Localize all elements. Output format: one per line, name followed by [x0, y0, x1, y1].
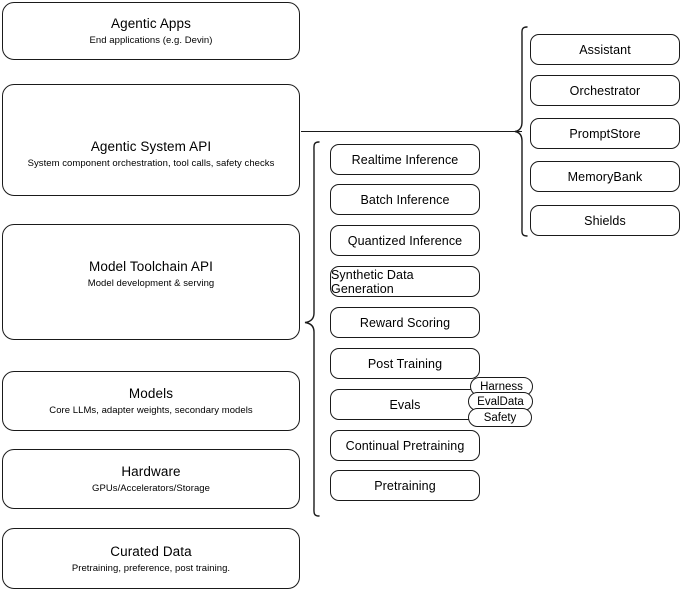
evals-subcomponent-safety[interactable]: Safety — [468, 408, 532, 427]
layer-title-models: Models — [128, 386, 174, 401]
component-chip-orchestrator[interactable]: Orchestrator — [530, 75, 680, 106]
component-chip-evals[interactable]: Evals — [330, 389, 480, 420]
layer-box-models[interactable]: Models Core LLMs, adapter weights, secon… — [2, 371, 300, 431]
layer-box-hardware[interactable]: Hardware GPUs/Accelerators/Storage — [2, 449, 300, 509]
layer-box-model-toolchain-api[interactable]: Model Toolchain API Model development & … — [2, 224, 300, 340]
layer-title-curated-data: Curated Data — [110, 543, 192, 559]
component-chip-label: Assistant — [579, 42, 631, 57]
layer-subtitle-curated-data: Pretraining, preference, post training. — [71, 562, 231, 574]
component-chip-label: Continual Pretraining — [345, 438, 465, 453]
connector-line-system-api — [301, 131, 522, 132]
component-chip-label: Orchestrator — [569, 83, 641, 98]
component-chip-label: Shields — [584, 213, 626, 228]
layer-box-agentic-apps[interactable]: Agentic Apps End applications (e.g. Devi… — [2, 2, 300, 60]
component-chip-assistant[interactable]: Assistant — [530, 34, 680, 65]
layer-subtitle-agentic-system-api: System component orchestration, tool cal… — [27, 158, 275, 169]
component-chip-label: Pretraining — [374, 478, 436, 493]
component-chip-label: Batch Inference — [360, 192, 450, 207]
layer-subtitle-model-toolchain-api: Model development & serving — [87, 278, 215, 289]
component-chip-label: Synthetic Data Generation — [331, 267, 414, 296]
component-chip-label: PromptStore — [569, 126, 641, 141]
component-chip-batch-inference[interactable]: Batch Inference — [330, 184, 480, 215]
component-chip-label: MemoryBank — [567, 169, 643, 184]
evals-subcomponent-label: Safety — [483, 411, 517, 424]
component-chip-shields[interactable]: Shields — [530, 205, 680, 236]
layer-text-agentic-apps: Agentic Apps End applications (e.g. Devi… — [90, 15, 213, 47]
layer-subtitle-models: Core LLMs, adapter weights, secondary mo… — [49, 405, 253, 416]
brace-system-components — [514, 26, 528, 240]
layer-text-model-toolchain-api: Model Toolchain API Model development & … — [88, 258, 215, 290]
component-chip-synthetic-data-generation[interactable]: Synthetic Data Generation — [330, 266, 480, 297]
component-chip-quantized-inference[interactable]: Quantized Inference — [330, 225, 480, 256]
layer-title-agentic-apps: Agentic Apps — [110, 16, 191, 31]
component-chip-pretraining[interactable]: Pretraining — [330, 470, 480, 501]
component-chip-label: Realtime Inference — [351, 152, 459, 167]
layer-text-hardware: Hardware GPUs/Accelerators/Storage — [92, 463, 210, 495]
layer-text-agentic-system-api: Agentic System API System component orch… — [28, 138, 275, 170]
component-chip-label: Post Training — [367, 356, 443, 371]
evals-subcomponent-evaldata[interactable]: EvalData — [468, 392, 533, 411]
evals-subcomponent-label: Harness — [480, 380, 523, 393]
layer-title-agentic-system-api: Agentic System API — [90, 139, 212, 154]
evals-subcomponent-label: EvalData — [477, 395, 524, 408]
component-chip-post-training[interactable]: Post Training — [330, 348, 480, 379]
layer-subtitle-hardware: GPUs/Accelerators/Storage — [92, 483, 210, 494]
component-chip-reward-scoring[interactable]: Reward Scoring — [330, 307, 480, 338]
layer-title-model-toolchain-api: Model Toolchain API — [89, 259, 213, 274]
layer-box-curated-data[interactable]: Curated Data Pretraining, preference, po… — [2, 528, 300, 589]
component-chip-promptstore[interactable]: PromptStore — [530, 118, 680, 149]
layer-subtitle-agentic-apps: End applications (e.g. Devin) — [89, 35, 213, 46]
component-chip-label: Reward Scoring — [359, 315, 451, 330]
layer-box-agentic-system-api[interactable]: Agentic System API System component orch… — [2, 84, 300, 196]
component-chip-memorybank[interactable]: MemoryBank — [530, 161, 680, 192]
component-chip-realtime-inference[interactable]: Realtime Inference — [330, 144, 480, 175]
component-chip-label: Evals — [389, 397, 421, 412]
layer-text-models: Models Core LLMs, adapter weights, secon… — [49, 385, 252, 417]
component-chip-label: Quantized Inference — [347, 233, 463, 248]
layer-title-hardware: Hardware — [121, 464, 181, 479]
layer-text-curated-data: Curated Data Pretraining, preference, po… — [72, 543, 230, 575]
component-chip-continual-pretraining[interactable]: Continual Pretraining — [330, 430, 480, 461]
brace-toolchain-components — [304, 141, 320, 519]
